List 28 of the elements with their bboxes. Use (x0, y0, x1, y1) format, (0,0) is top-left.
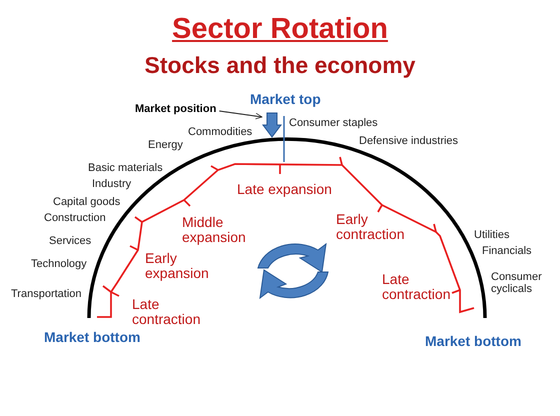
down-arrow-icon (262, 112, 282, 138)
sector-label: Technology (31, 258, 87, 270)
leader-arrow (218, 110, 262, 120)
sector-label: Utilities (474, 229, 510, 242)
sector-label: Services (49, 235, 92, 248)
phase-label: Late contraction (382, 272, 452, 303)
phase-label: Late contraction (132, 297, 202, 328)
market-bottom-label: Market bottom (425, 334, 522, 350)
sector-label: Defensive industries (359, 135, 458, 148)
sector-label: Industry (92, 178, 132, 190)
phase-label: Middle expansion (182, 215, 247, 246)
title: Sector Rotation (172, 14, 388, 46)
sector-label: Financials (482, 245, 532, 258)
sector-label: Energy (148, 139, 183, 152)
subtitle: Stocks and the economy (144, 53, 416, 78)
sector-label: Commodities (188, 126, 252, 138)
sector-label: Construction (44, 212, 106, 224)
market-top-label: Market top (250, 92, 321, 108)
sector-label: Consumer staples (289, 117, 378, 130)
phase-label: Late expansion (237, 182, 332, 198)
market-position-label: Market position (135, 103, 216, 116)
phase-label: Early contraction (336, 212, 406, 243)
sector-label: Consumer cyclicals (491, 271, 543, 296)
sector-label: Transportation (11, 288, 82, 300)
sector-label: Basic materials (88, 162, 163, 174)
market-bottom-label: Market bottom (44, 330, 140, 346)
phase-label: Early expansion (145, 251, 210, 282)
sector-label: Capital goods (53, 196, 120, 208)
